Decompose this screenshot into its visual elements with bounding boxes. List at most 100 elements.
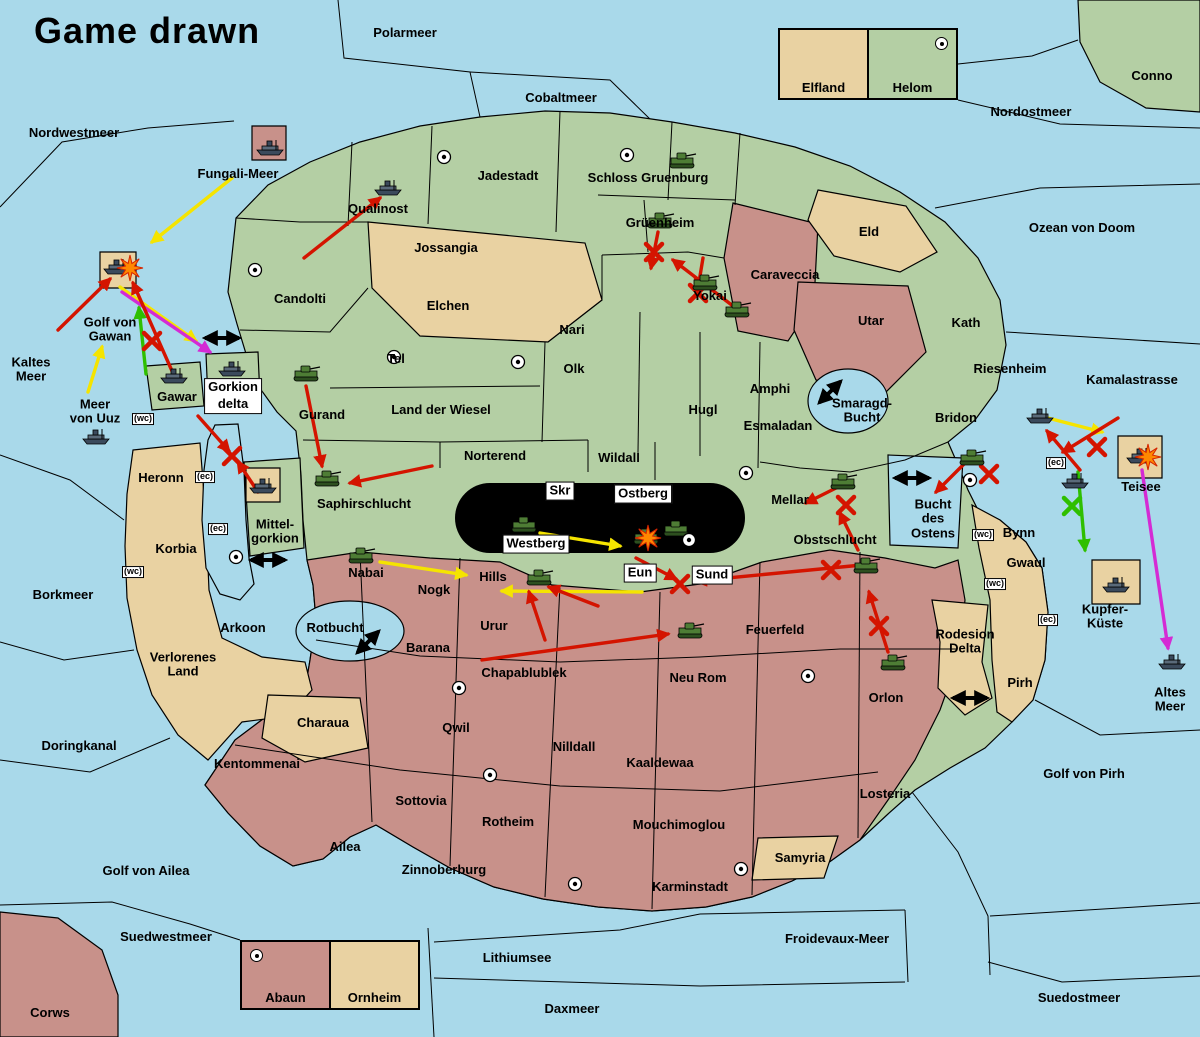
- sea-border: [989, 902, 1200, 917]
- province-border: [329, 385, 541, 389]
- red-order-arrow-icon: [304, 384, 327, 469]
- yellow-order-arrow-icon: [86, 344, 106, 394]
- army-unit-icon: [830, 473, 858, 490]
- province-border: [759, 441, 949, 473]
- sea-border: [337, 0, 481, 118]
- red-order-arrow-icon: [546, 584, 600, 608]
- fleet-unit-icon: [218, 361, 246, 377]
- supply-center-dot: [482, 767, 498, 783]
- province-border: [601, 251, 725, 259]
- army-unit-icon: [724, 301, 752, 318]
- red-cut-mark-icon: [978, 463, 1000, 485]
- province-border: [637, 311, 641, 453]
- sea-border: [0, 737, 171, 773]
- province-border: [234, 744, 879, 792]
- sea-border: [469, 71, 653, 122]
- province-border: [347, 141, 353, 227]
- supply-center-dot: [510, 354, 526, 370]
- army-unit-icon: [959, 449, 987, 466]
- army-unit-icon: [511, 516, 539, 533]
- region-rodesion-delta: [931, 599, 993, 716]
- fleet-unit-icon: [374, 180, 402, 196]
- sea-border: [1034, 699, 1200, 736]
- green-cut-mark-icon: [1061, 495, 1083, 517]
- army-unit-icon: [663, 520, 691, 537]
- legend-cell-ornheim: Ornheim: [329, 942, 418, 1008]
- red-order-arrow-icon: [196, 414, 231, 454]
- red-order-arrow-icon: [347, 464, 434, 488]
- inlet-rotbucht: [295, 600, 405, 662]
- army-unit-icon: [647, 212, 675, 229]
- province-border: [315, 639, 956, 663]
- army-unit-icon: [692, 274, 720, 291]
- red-cut-mark-icon: [835, 494, 857, 516]
- province-border: [751, 561, 761, 896]
- red-cut-mark-icon: [221, 445, 243, 467]
- province-border: [359, 551, 373, 823]
- province-border: [757, 341, 761, 469]
- sea-border: [1005, 331, 1200, 345]
- region-samyria: [751, 835, 839, 881]
- red-cut-mark-icon: [820, 559, 842, 581]
- strait-arrow-icon: [817, 379, 843, 405]
- red-order-arrow-icon: [838, 510, 860, 552]
- province-border: [651, 591, 661, 910]
- province-border: [544, 584, 561, 898]
- province-border: [667, 121, 673, 201]
- magenta-order-arrow-icon: [120, 290, 213, 354]
- sea-border: [0, 120, 235, 208]
- province-border: [239, 287, 369, 333]
- sea-border: [433, 977, 906, 987]
- army-unit-icon: [669, 152, 697, 169]
- sea-border: [0, 901, 241, 941]
- supply-center-dot: [228, 549, 244, 565]
- fleet-unit-icon: [256, 140, 284, 156]
- army-unit-icon: [348, 547, 376, 564]
- page-title: Game drawn: [34, 10, 261, 51]
- fleet-unit-icon: [1158, 654, 1186, 670]
- yellow-order-arrow-icon: [378, 560, 469, 581]
- province-border: [734, 132, 741, 206]
- fleet-unit-icon: [1102, 577, 1130, 593]
- supply-center-dot: [800, 668, 816, 684]
- supply-center-dot: [386, 349, 402, 365]
- magenta-order-arrow-icon: [1140, 468, 1174, 651]
- red-cut-mark-icon: [1086, 436, 1108, 458]
- supply-center-dot: [962, 472, 978, 488]
- legend-label-helom: Helom: [892, 80, 933, 95]
- sea-border: [433, 913, 701, 943]
- legend-cell-elfland: Elfland: [780, 30, 867, 98]
- supply-center-dot: [247, 262, 263, 278]
- legend-label-elfland: Elfland: [801, 80, 846, 95]
- sea-border: [0, 641, 135, 661]
- fleet-unit-icon: [249, 478, 277, 494]
- army-unit-icon: [314, 470, 342, 487]
- fleet-unit-icon: [1061, 473, 1089, 489]
- fleet-unit-icon: [1026, 408, 1054, 424]
- explosion-icon: [116, 254, 144, 282]
- sea-border: [987, 961, 1200, 983]
- province-border: [427, 125, 433, 225]
- inlet-bucht-des-ostens: [887, 454, 964, 549]
- region-conno: [1077, 0, 1200, 113]
- sea-border: [699, 909, 906, 915]
- legend-cell-abaun: Abaun: [242, 942, 329, 1008]
- red-order-arrow-icon: [1045, 428, 1082, 472]
- legend-top: Elfland Helom: [778, 28, 958, 100]
- army-unit-icon: [880, 654, 908, 671]
- red-cut-mark-icon: [643, 241, 665, 263]
- supply-center-dot: [451, 680, 467, 696]
- red-order-arrow-icon: [480, 628, 671, 662]
- region-gawar: [145, 361, 205, 411]
- red-order-arrow-icon: [525, 589, 547, 642]
- region-charaua: [261, 694, 369, 763]
- supply-center-dot: [681, 532, 697, 548]
- legend-cell-helom: Helom: [867, 30, 956, 98]
- sea-border: [934, 183, 1200, 209]
- sea-border: [911, 791, 991, 976]
- red-order-arrow-icon: [865, 589, 890, 654]
- legend-label-abaun: Abaun: [265, 990, 306, 1005]
- red-order-arrow-icon: [56, 277, 112, 332]
- region-eld: [807, 189, 938, 273]
